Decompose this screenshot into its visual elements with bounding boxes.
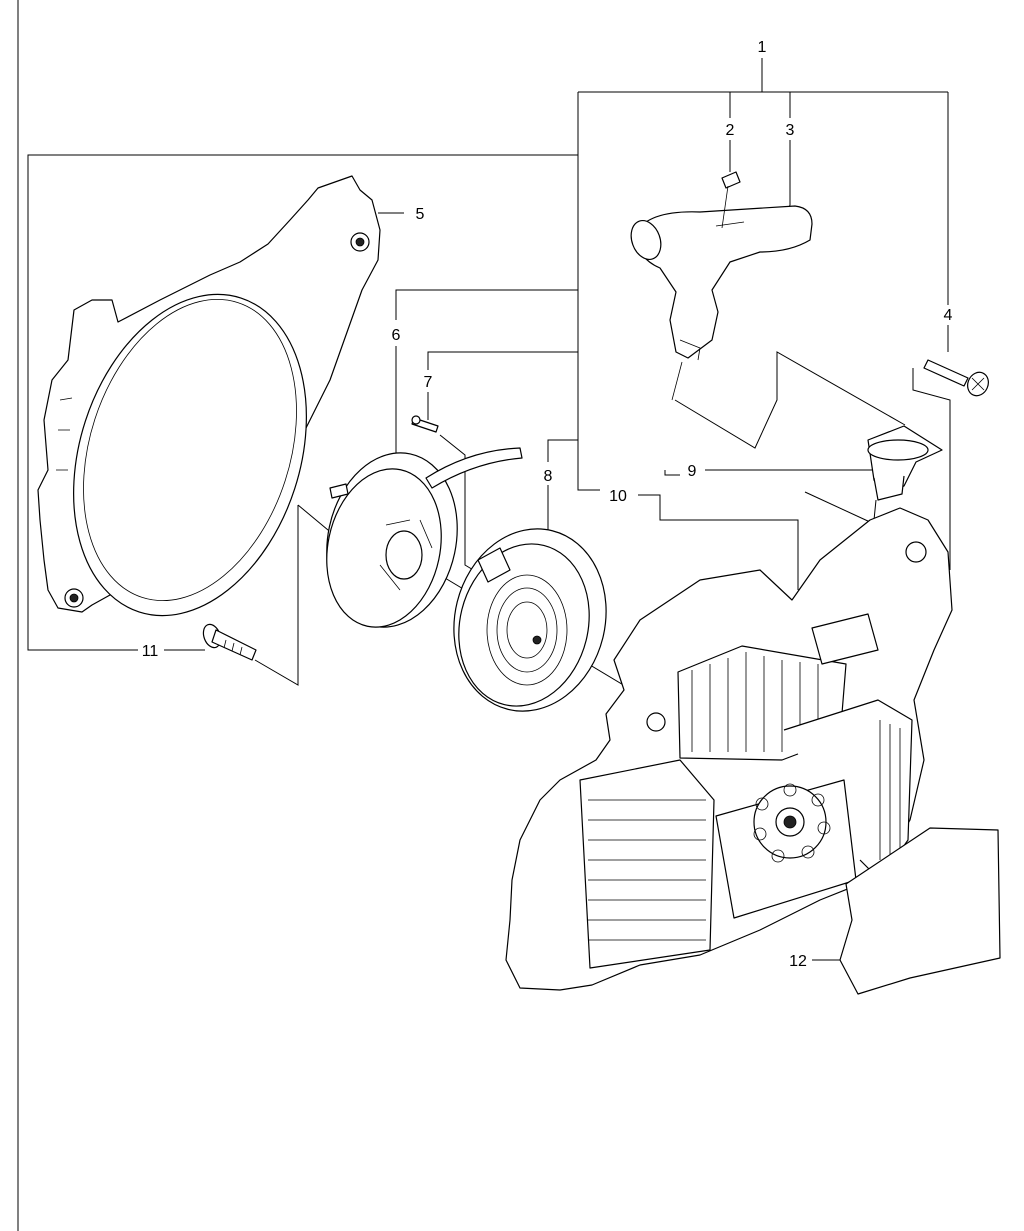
pin-part-7 <box>411 415 439 433</box>
callout-11: 11 <box>142 643 159 660</box>
rope-pulley-part <box>326 447 523 628</box>
callout-7: 7 <box>424 374 433 391</box>
callout-6: 6 <box>392 327 401 344</box>
callout-3: 3 <box>786 122 795 139</box>
callout-10: 10 <box>609 488 627 505</box>
callout-labels: 1 2 3 4 5 6 7 8 9 10 11 12 <box>142 39 953 970</box>
decal-part <box>839 827 1001 995</box>
callout-4: 4 <box>944 307 953 324</box>
callout-5: 5 <box>416 206 425 223</box>
screw-part-11 <box>202 623 257 661</box>
starter-housing-part <box>505 507 953 991</box>
starter-handle-part <box>630 205 813 361</box>
screw-part-4 <box>923 359 989 397</box>
handle-cord-part <box>671 171 741 401</box>
rope-guide-grommet-part <box>867 425 943 501</box>
callout-2: 2 <box>726 122 735 139</box>
callout-12: 12 <box>789 953 807 970</box>
starter-cover-part <box>37 175 381 617</box>
recoil-spring-part <box>453 528 607 712</box>
callout-8: 8 <box>544 468 553 485</box>
callout-9: 9 <box>688 463 697 480</box>
callout-1: 1 <box>758 39 767 56</box>
leader-lines <box>27 58 951 961</box>
